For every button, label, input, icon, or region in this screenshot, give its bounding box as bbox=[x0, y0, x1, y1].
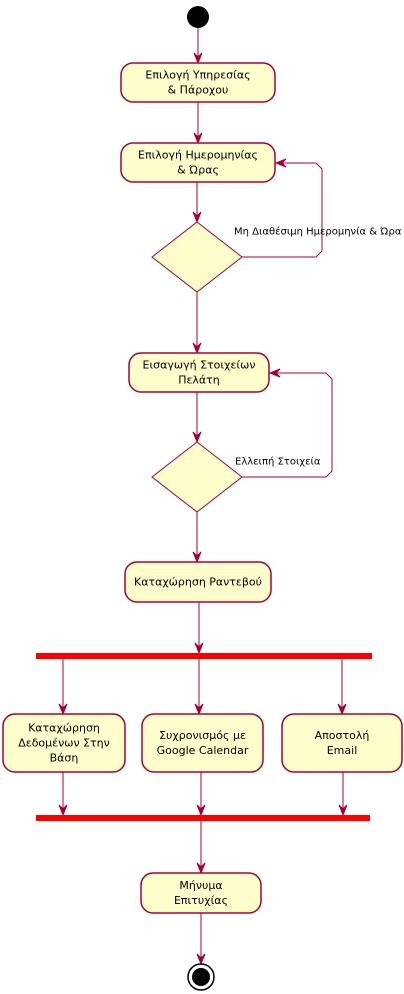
action-select-date: Επιλογή Ημερομηνίας & Ώρας bbox=[120, 142, 276, 183]
action-box bbox=[124, 561, 272, 603]
flow-loop-date-unavailable bbox=[242, 162, 323, 258]
action-sync-calendar: Συχρονισμός με Google Calendar bbox=[141, 713, 264, 773]
arrowhead bbox=[192, 211, 202, 224]
arrowhead bbox=[337, 703, 347, 716]
action-label: Επιτυχίας bbox=[174, 894, 228, 907]
action-register: Καταχώρηση Ραντεβού bbox=[124, 561, 272, 603]
fork-bar bbox=[36, 653, 372, 659]
arrowhead bbox=[192, 431, 202, 444]
action-label: Επιλογή Υπηρεσίας bbox=[145, 69, 250, 82]
guard-date-unavailable: Μη Διαθέσιμη Ημερομηνία & Ώρα bbox=[234, 226, 402, 238]
decision-decision-date bbox=[151, 221, 243, 293]
final-node bbox=[187, 963, 215, 991]
action-box bbox=[140, 872, 262, 914]
action-box bbox=[120, 142, 276, 183]
arrowhead bbox=[196, 953, 206, 966]
guard-missing-details: Ελλειπή Στοιχεία bbox=[235, 456, 321, 468]
arrowhead bbox=[58, 703, 68, 716]
action-label: Επιλογή Ημερομηνίας bbox=[138, 149, 258, 162]
action-label: & Πάροχου bbox=[168, 84, 229, 97]
decision-decision-details bbox=[151, 441, 243, 513]
action-label: Email bbox=[327, 744, 358, 757]
arrowhead bbox=[196, 804, 206, 817]
arrowhead bbox=[268, 368, 281, 378]
arrowhead bbox=[192, 342, 202, 355]
arrowhead bbox=[192, 551, 202, 564]
action-box bbox=[281, 713, 403, 773]
arrowhead bbox=[58, 804, 68, 817]
action-label: Δεδομένων Στην bbox=[18, 737, 110, 750]
action-label: Αποστολή bbox=[315, 729, 370, 742]
arrowhead bbox=[193, 132, 203, 145]
action-box bbox=[120, 62, 276, 103]
action-box bbox=[141, 713, 264, 773]
action-label: Συχρονισμός με bbox=[159, 729, 246, 742]
arrowhead bbox=[338, 804, 348, 817]
action-label: Πελάτη bbox=[178, 374, 220, 387]
action-box bbox=[128, 352, 270, 393]
arrowhead bbox=[193, 52, 203, 65]
action-box bbox=[2, 713, 126, 773]
arrowhead bbox=[194, 642, 204, 655]
join-bar bbox=[36, 815, 370, 821]
arrowhead bbox=[194, 703, 204, 716]
flow-loop-missing-details bbox=[242, 372, 333, 478]
action-label: Βάση bbox=[50, 752, 79, 765]
arrowhead bbox=[274, 158, 287, 168]
action-select-service: Επιλογή Υπηρεσίας & Πάροχου bbox=[120, 62, 276, 103]
action-label: Καταχώρηση Ραντεβού bbox=[134, 576, 262, 589]
action-label: & Ώρας bbox=[177, 164, 219, 177]
action-label: Google Calendar bbox=[157, 744, 249, 757]
initial-node bbox=[187, 6, 209, 28]
action-label: Καταχώρηση bbox=[28, 722, 100, 735]
action-label: Εισαγωγή Στοιχείων bbox=[143, 359, 256, 372]
arrowhead bbox=[196, 862, 206, 875]
flow-edges bbox=[58, 28, 348, 966]
action-label: Μήνυμα bbox=[179, 879, 222, 892]
